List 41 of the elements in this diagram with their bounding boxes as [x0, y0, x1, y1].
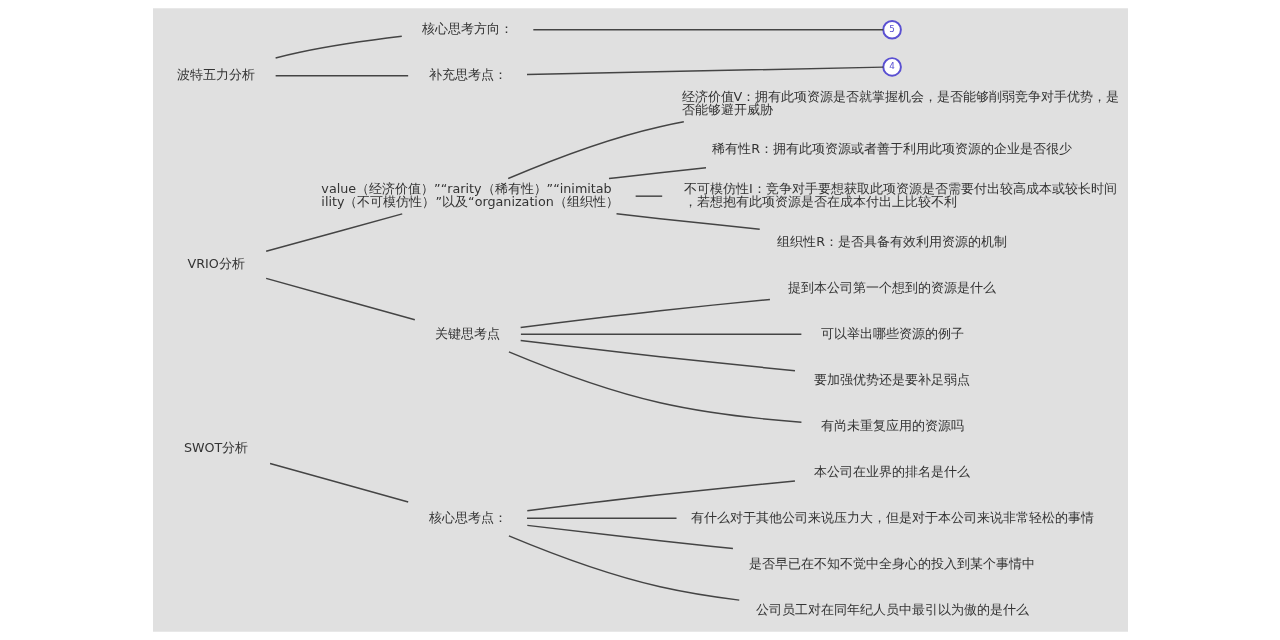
node-text: 提到本公司第一个想到的资源是什么: [787, 279, 996, 295]
node-text: value（经济价值）”“rarity（稀有性）”“inimitability（不可模仿性）”以及“organization（组织性）: [320, 180, 619, 210]
node-text: 本公司在业界的排名是什么: [813, 463, 970, 479]
connector: [607, 167, 707, 180]
node-text: VRIO分析: [186, 256, 245, 272]
node-text: 是否早已在不知不觉中全身心的投入到某个事情中: [748, 555, 1035, 571]
node-text: 可以举出哪些资源的例子: [820, 325, 964, 341]
connector: [532, 29, 884, 31]
node-text: 核心思考点：: [428, 509, 507, 525]
connector: [264, 277, 416, 321]
connector: [525, 517, 677, 519]
connector: [506, 121, 685, 180]
connector: [615, 213, 760, 230]
node-text: 组织性R：是否具备有效利用资源的机制: [776, 233, 1007, 249]
connector: [268, 462, 409, 503]
node-text: 要加强优势还是要补足弱点: [813, 371, 970, 387]
node-text: 稀有性R：拥有此项资源或者善于利用此项资源的企业是否很少: [711, 141, 1072, 157]
connector: [634, 195, 663, 197]
node-text: 公司员工对在同年纪人员中最引以为傲的是什么: [755, 601, 1029, 617]
node-text: 有什么对于其他公司来说压力大，但是对于本公司来说非常轻松的事情: [690, 509, 1094, 525]
connector: [519, 333, 802, 335]
connector: [526, 524, 734, 550]
connector: [274, 35, 402, 59]
node-circle: 4: [881, 57, 902, 77]
node-circle: 5: [881, 19, 902, 40]
connector: [507, 351, 802, 423]
node-text: 核心思考方向：: [421, 21, 513, 37]
node-text: 不可模仿性I：竞争对手要想获取此项资源是否需要付出较高成本或较长时间，若想抱有此项资源是否在成本付出上比较不利: [683, 180, 1117, 210]
node-text: 补充思考点：: [428, 67, 507, 83]
connector: [519, 339, 796, 372]
connector: [519, 298, 771, 329]
connector: [525, 66, 884, 76]
node-text: 有尚未重复应用的资源吗: [820, 417, 964, 433]
node-text: 关键思考点: [434, 325, 500, 341]
connector: [507, 535, 740, 601]
connector: [526, 480, 796, 512]
connector: [264, 213, 403, 252]
node-text: SWOT分析: [183, 440, 248, 456]
node-text: 波特五力分析: [176, 67, 255, 83]
connector: [274, 75, 409, 77]
node-text: 经济价值V：拥有此项资源是否就掌握机会，是否能够削弱竞争对手优势，是否能够避开威胁: [681, 88, 1119, 118]
